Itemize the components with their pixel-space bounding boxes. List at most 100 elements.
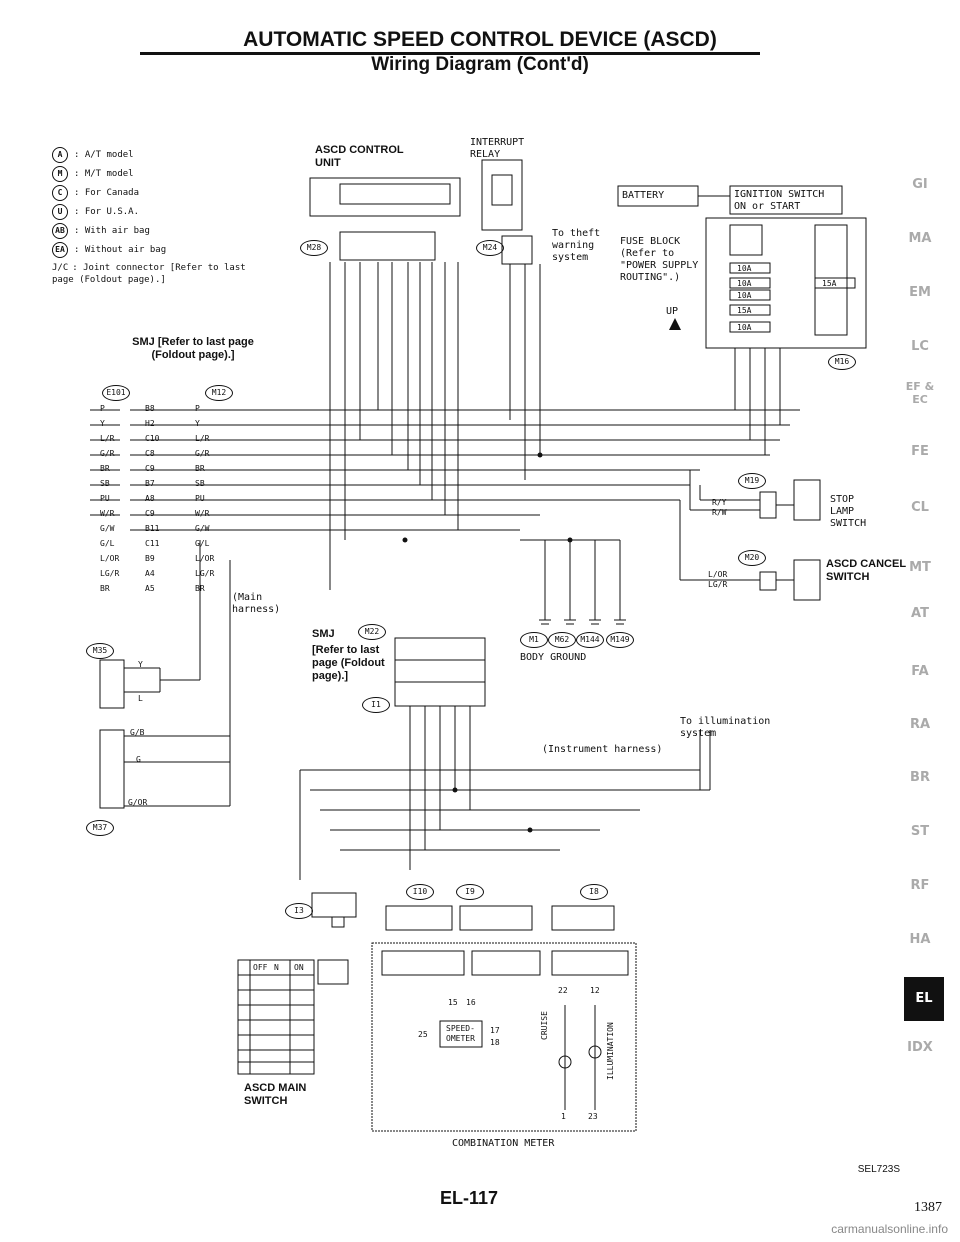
connector-tag: M22 (358, 624, 386, 640)
wire-color: G/L (100, 539, 115, 548)
pin-code: C11 (145, 539, 160, 548)
connector-tag: M19 (738, 473, 766, 489)
meter-pin: 25 (418, 1030, 428, 1039)
tab-ef-ec[interactable]: EF & EC (905, 380, 935, 406)
connector-tag: M20 (738, 550, 766, 566)
legend-text: : M/T model (74, 169, 134, 179)
pin-code: C9 (145, 509, 155, 518)
tab-em[interactable]: EM (909, 285, 931, 300)
tab-fe[interactable]: FE (911, 444, 929, 459)
wire-color: P (100, 404, 105, 413)
fuse-label: 15A (737, 306, 752, 315)
ascd-cancel-switch-label: ASCD CANCEL SWITCH (826, 558, 906, 583)
wire-color: G/W (100, 524, 115, 533)
page-number: 1387 (914, 1200, 942, 1215)
watermark: carmanualsonline.info (831, 1222, 948, 1236)
legend-item: C: For Canada (52, 185, 139, 201)
legend-symbol: A (52, 147, 68, 163)
wire-color: BR (195, 464, 205, 473)
smj-reference-label: SMJ [Refer to last page (Foldout page).] (132, 336, 254, 361)
fuse-label: 10A (737, 323, 752, 332)
theft-warning-label: To theft warning system (552, 228, 601, 263)
wire-color: R/Y (712, 498, 727, 507)
wire-color: SB (195, 479, 205, 488)
smj-mid-reference: [Refer to last page (Foldout page).] (312, 644, 385, 682)
ascd-main-switch-label: ASCD MAIN SWITCH (244, 1082, 307, 1107)
stop-lamp-switch-label: STOP LAMP SWITCH (830, 494, 867, 529)
page-subtitle: Wiring Diagram (Cont'd) (371, 54, 589, 75)
page-code: EL-117 (440, 1188, 499, 1208)
pin-code: C9 (145, 464, 155, 473)
tab-lc[interactable]: LC (911, 339, 929, 354)
wire-color: P (195, 404, 200, 413)
wire-color: LG/R (195, 569, 215, 578)
wire-color: L/R (100, 434, 115, 443)
connector-tag: M37 (86, 820, 114, 836)
wire-color: G/W (195, 524, 210, 533)
page-title: AUTOMATIC SPEED CONTROL DEVICE (ASCD) (243, 28, 717, 51)
legend-item: M: M/T model (52, 166, 134, 182)
connector-tag: M1 (520, 632, 548, 648)
fuse-label: 10A (737, 279, 752, 288)
cruise-label: CRUISE (540, 1011, 549, 1040)
tab-idx[interactable]: IDX (907, 1040, 933, 1055)
pin-code: B9 (145, 554, 155, 563)
pin-code: B8 (145, 404, 155, 413)
tab-st[interactable]: ST (910, 824, 930, 839)
connector-tag: M24 (476, 240, 504, 256)
speedometer-label: SPEED-OMETER (446, 1024, 475, 1043)
meter-pin: 17 (490, 1026, 500, 1035)
legend-item: J/C: Joint connector [Refer to last page… (52, 262, 252, 286)
wire-color: L/OR (100, 554, 120, 563)
smj-mid-label: SMJ (312, 628, 335, 640)
wire-color: Y (138, 660, 143, 669)
tab-ha[interactable]: HA (909, 932, 931, 947)
connector-tag: E101 (102, 385, 130, 401)
connector-tag: M62 (548, 632, 576, 648)
wire-color: R/W (712, 508, 727, 517)
pin-code: A5 (145, 584, 155, 593)
legend-text: : Joint connector [Refer to last page (F… (52, 263, 246, 285)
body-ground-label: BODY GROUND (520, 652, 587, 663)
ascd-control-unit-label: ASCD CONTROL UNIT (315, 144, 404, 169)
wire-color: BR (195, 584, 205, 593)
illumination-label: To illumination system (680, 716, 771, 739)
title-rule (140, 52, 760, 55)
connector-tag: M149 (606, 632, 634, 648)
meter-pin: 22 (558, 986, 568, 995)
wire-color: G/R (100, 449, 115, 458)
wire-color: PU (100, 494, 110, 503)
wire-color: G/L (195, 539, 210, 548)
wire-color: L/OR (195, 554, 215, 563)
connector-tag: I10 (406, 884, 434, 900)
main-harness-label: (Main harness) (232, 592, 281, 615)
tab-br[interactable]: BR (910, 770, 930, 785)
wire-color: LG/R (708, 580, 728, 589)
connector-tag: I9 (456, 884, 484, 900)
pin-code: H2 (145, 419, 155, 428)
tab-fa[interactable]: FA (911, 664, 929, 679)
connector-tag: I3 (285, 903, 313, 919)
tab-ma[interactable]: MA (908, 231, 932, 246)
tab-cl[interactable]: CL (911, 500, 929, 515)
illumination-lamp-label: ILLUMINATION (606, 1022, 615, 1080)
tab-ra[interactable]: RA (909, 717, 931, 732)
tab-mt[interactable]: MT (909, 560, 931, 575)
connector-tag: M12 (205, 385, 233, 401)
tab-at[interactable]: AT (911, 606, 929, 621)
tab-rf[interactable]: RF (910, 878, 930, 893)
wire-color: G/R (195, 449, 210, 458)
up-label: UP (666, 306, 679, 317)
wire-color: LG/R (100, 569, 120, 578)
fuse-block-label: FUSE BLOCK (Refer to "POWER SUPPLY ROUTI… (620, 236, 699, 283)
pin-code: C10 (145, 434, 160, 443)
legend-item: EA: Without air bag (52, 242, 166, 258)
legend-symbol: J/C (52, 263, 69, 273)
switch-on-label: ON (294, 963, 304, 972)
tab-el[interactable]: EL (904, 977, 944, 1021)
pin-code: C8 (145, 449, 155, 458)
legend-symbol: EA (52, 242, 68, 258)
tab-gi[interactable]: GI (912, 177, 928, 192)
ignition-switch-label: IGNITION SWITCH ON or START (734, 189, 825, 212)
legend-item: U: For U.S.A. (52, 204, 139, 220)
